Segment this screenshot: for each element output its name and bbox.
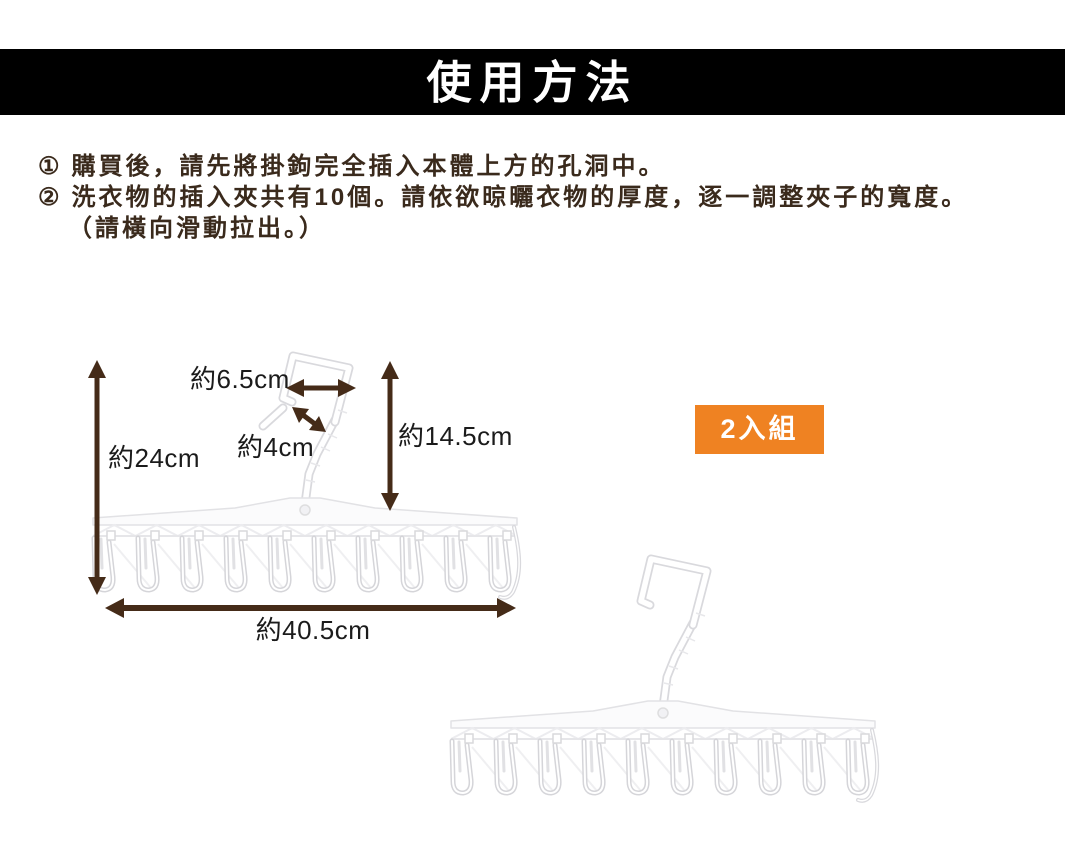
page-title: 使用方法	[426, 56, 639, 108]
hook-tab-piece	[258, 403, 288, 431]
dimension-label-hook-height: 約14.5cm	[398, 421, 513, 451]
instruction-step-2: ② 洗衣物的插入夾共有10個。請依欲晾曬衣物的厚度，逐一調整夾子的寬度。	[38, 182, 1050, 213]
hanger-illustration-duplicate	[443, 555, 883, 815]
instruction-step-1: ① 購買後，請先將掛鉤完全插入本體上方的孔洞中。	[38, 151, 1050, 182]
instruction-step-2-note: （請橫向滑動拉出。）	[68, 215, 326, 242]
hanger-illustration-measured	[85, 352, 525, 612]
dimension-label-total-height: 約24cm	[108, 443, 201, 473]
instruction-step-1-text: 購買後，請先將掛鉤完全插入本體上方的孔洞中。	[71, 153, 666, 180]
instructions-block: ① 購買後，請先將掛鉤完全插入本體上方的孔洞中。 ② 洗衣物的插入夾共有10個。請依…	[38, 151, 1050, 244]
dimension-label-hook-gap: 約4cm	[237, 432, 315, 462]
header-bar: 使用方法	[0, 49, 1065, 115]
dimension-label-hook-width: 約6.5cm	[190, 364, 290, 394]
dimension-label-body-width: 約40.5cm	[255, 615, 371, 645]
set-count-badge: 2入組	[695, 405, 824, 454]
instruction-step-2-number: ②	[38, 184, 63, 211]
instruction-step-2-text: 洗衣物的插入夾共有10個。請依欲晾曬衣物的厚度，逐一調整夾子的寬度。	[71, 184, 969, 211]
instruction-step-1-number: ①	[38, 153, 63, 180]
